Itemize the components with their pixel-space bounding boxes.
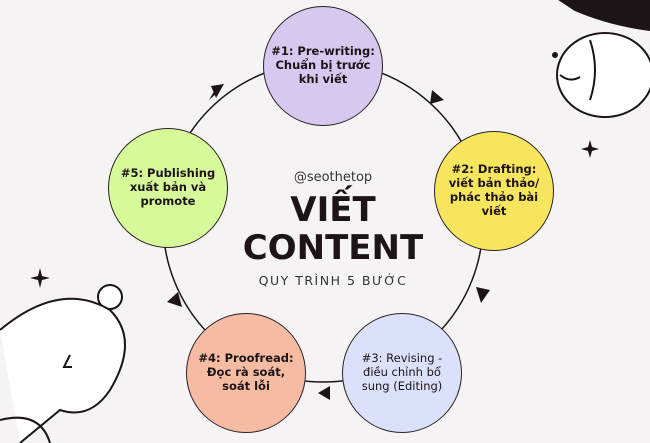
arrow-2-3 [476, 287, 490, 303]
sparkle-icon [30, 268, 50, 288]
arrow-3-4 [318, 386, 330, 400]
character-top-right-illustration [552, 0, 650, 118]
step-5-publishing: #5: Publishing xuất bản và promote [108, 128, 228, 248]
handle-text: @seothetop [293, 170, 373, 185]
step-label: #1: Pre-writing: Chuẩn bị trước khi viết [271, 44, 375, 86]
step-label: #2: Drafting: viết bản thảo/ phác thảo b… [448, 162, 540, 218]
step-label: #3: Revising - điều chỉnh bổ sung (Editi… [361, 351, 443, 393]
step-1-prewriting: #1: Pre-writing: Chuẩn bị trước khi viết [263, 6, 383, 126]
character-bottom-left-illustration [0, 284, 126, 443]
title-line-1: VIẾT [290, 190, 376, 230]
step-label: #5: Publishing xuất bản và promote [120, 166, 216, 208]
arrow-5-1b [211, 84, 224, 98]
subtitle: QUY TRÌNH 5 BƯỚC [258, 273, 408, 288]
arrow-1-2 [430, 90, 444, 104]
step-2-drafting: #2: Drafting: viết bản thảo/ phác thảo b… [434, 131, 554, 251]
arrow-4-5 [167, 292, 182, 307]
title-line-2: CONTENT [242, 228, 424, 268]
step-4-proofread: #4: Proofread: Đọc rà soát, soát lỗi [186, 313, 306, 433]
step-label: #4: Proofread: Đọc rà soát, soát lỗi [198, 351, 294, 393]
sparkle-icon [581, 140, 599, 158]
step-3-revising: #3: Revising - điều chỉnh bổ sung (Editi… [342, 313, 462, 433]
